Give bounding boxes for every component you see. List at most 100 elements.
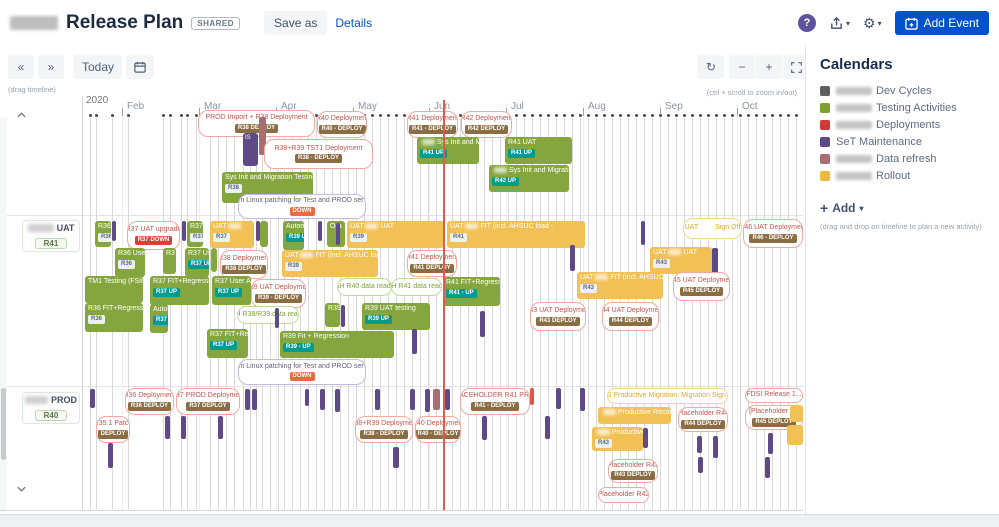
- timeline-event[interactable]: Sys Init and Migration TestR42 UP: [489, 165, 569, 192]
- timeline-event[interactable]: confirm Linux patching for Test and PROD…: [238, 194, 366, 219]
- refresh-button[interactable]: ↻: [698, 55, 725, 79]
- timeline-event[interactable]: R36 FIT+RegressionR36: [85, 303, 143, 332]
- timeline-bar[interactable]: [697, 436, 702, 453]
- timeline-event[interactable]: R35.1 PatchDEPLOY: [96, 416, 130, 443]
- timeline-bar[interactable]: [336, 223, 340, 245]
- timeline-bar[interactable]: [341, 305, 345, 327]
- timeline-event[interactable]: [260, 221, 268, 247]
- timeline-event[interactable]: TM1 Testing (FSiC): Jan: [85, 276, 143, 303]
- timeline-bar[interactable]: [545, 416, 550, 439]
- timeline-bar[interactable]: [375, 389, 380, 410]
- timeline-event[interactable]: confirm Linux patching for Test and PROD…: [238, 359, 366, 385]
- calendar-item[interactable]: Dev Cycles: [820, 82, 999, 99]
- timeline-event[interactable]: [787, 425, 803, 445]
- timeline-bar[interactable]: [181, 416, 186, 439]
- timeline-bar[interactable]: [90, 389, 95, 408]
- timeline-bar[interactable]: [318, 221, 322, 241]
- timeline-bar[interactable]: [393, 447, 399, 468]
- timeline-event[interactable]: AH R41 data ready: [391, 278, 442, 296]
- calendar-picker-button[interactable]: [126, 55, 155, 79]
- scrollbar-thumb[interactable]: [1, 388, 6, 460]
- timeline-event[interactable]: Productive Reconciliati: [598, 407, 671, 424]
- timeline-event[interactable]: R45 UAT DeploymentR45 DEPLOY: [673, 272, 730, 301]
- timeline-event[interactable]: R37 PROD DeploymentR37 DEPLOY: [176, 388, 240, 415]
- timeline-event[interactable]: [211, 248, 217, 272]
- timeline-event[interactable]: IS: [243, 133, 258, 166]
- timeline-bar[interactable]: [256, 221, 260, 241]
- timeline-event[interactable]: [Placeholder R44]R44 DEPLOY: [678, 407, 728, 432]
- timeline-event[interactable]: R44 UAT DeploymentR44 DEPLOY: [602, 302, 659, 331]
- timeline-bar[interactable]: [643, 428, 648, 448]
- zoom-in-button[interactable]: +: [756, 55, 783, 79]
- timeline-event[interactable]: Sys Init and MigratR41 UP: [417, 137, 479, 164]
- timeline-bar[interactable]: [165, 416, 170, 439]
- timeline-bar[interactable]: [412, 329, 417, 354]
- timeline-bar[interactable]: [641, 221, 645, 245]
- timeline-bar[interactable]: [530, 388, 534, 405]
- timeline-event[interactable]: R39: [325, 303, 340, 327]
- scroll-left-button[interactable]: «: [8, 55, 34, 79]
- today-button[interactable]: Today: [74, 55, 123, 79]
- timeline-event[interactable]: R3: [163, 248, 176, 274]
- timeline-event[interactable]: R37 FIT+Regression+R37 UP: [150, 276, 209, 305]
- add-event-button[interactable]: Add Event: [894, 11, 989, 35]
- settings-button[interactable]: ⚙ ▾: [863, 15, 882, 32]
- calendar-item[interactable]: Data refresh: [820, 150, 999, 167]
- timeline-bar[interactable]: [252, 389, 257, 410]
- add-calendar-button[interactable]: + Add ▾: [820, 200, 864, 216]
- timeline-bar[interactable]: [259, 117, 266, 155]
- scroll-right-button[interactable]: »: [38, 55, 64, 79]
- timeline-event[interactable]: R39 UAT DeploymentR39 - DEPLOY: [251, 279, 306, 308]
- scroll-down-icon[interactable]: [17, 486, 26, 492]
- timeline-bar[interactable]: [445, 389, 450, 410]
- timeline-event[interactable]: [790, 405, 803, 422]
- details-link[interactable]: Details: [335, 16, 373, 30]
- timeline-bar[interactable]: [425, 389, 430, 412]
- timeline-bar[interactable]: [433, 389, 440, 410]
- timeline-bar[interactable]: [556, 388, 561, 409]
- timeline-bar[interactable]: [765, 457, 770, 478]
- timeline-bar[interactable]: [410, 389, 415, 410]
- timeline-event[interactable]: AH R38/R39 data ready: [237, 306, 299, 324]
- timeline-bar[interactable]: [712, 248, 718, 278]
- timeline-bar[interactable]: [713, 436, 718, 458]
- timeline-event[interactable]: R37 FIT+RegreR37 UP: [207, 329, 248, 358]
- timeline-event[interactable]: SRCS Productive Migration: Migration Sig…: [607, 388, 728, 404]
- timeline-event[interactable]: R37 UsR37 UP: [185, 248, 209, 277]
- timeline-event[interactable]: [Placeholder R43]R43 DEPLOY: [608, 459, 658, 483]
- timeline-bar[interactable]: [182, 221, 186, 241]
- timeline-canvas[interactable]: 2020 UAT R41 PROD R40 FebMarAprMayJunJul…: [0, 0, 803, 516]
- calendar-item[interactable]: Testing Activities: [820, 99, 999, 116]
- timeline-event[interactable]: AH R40 data ready: [337, 278, 392, 296]
- calendar-item[interactable]: Rollout: [820, 167, 999, 184]
- timeline-event[interactable]: Productive MR43: [592, 427, 643, 451]
- timeline-event[interactable]: AutomR37 UP: [150, 304, 168, 333]
- vertical-scrollbar[interactable]: [0, 117, 7, 510]
- timeline-bar[interactable]: [320, 389, 325, 410]
- timeline-bar[interactable]: [580, 388, 585, 411]
- calendar-item[interactable]: Deployments: [820, 116, 999, 133]
- timeline-bar[interactable]: [570, 245, 575, 271]
- timeline-event[interactable]: R36 User AR36: [115, 248, 145, 277]
- row-label-prod[interactable]: PROD R40: [22, 392, 80, 424]
- timeline-bar[interactable]: [335, 389, 340, 412]
- timeline-bar[interactable]: [245, 389, 250, 410]
- share-button[interactable]: ▾: [829, 16, 850, 31]
